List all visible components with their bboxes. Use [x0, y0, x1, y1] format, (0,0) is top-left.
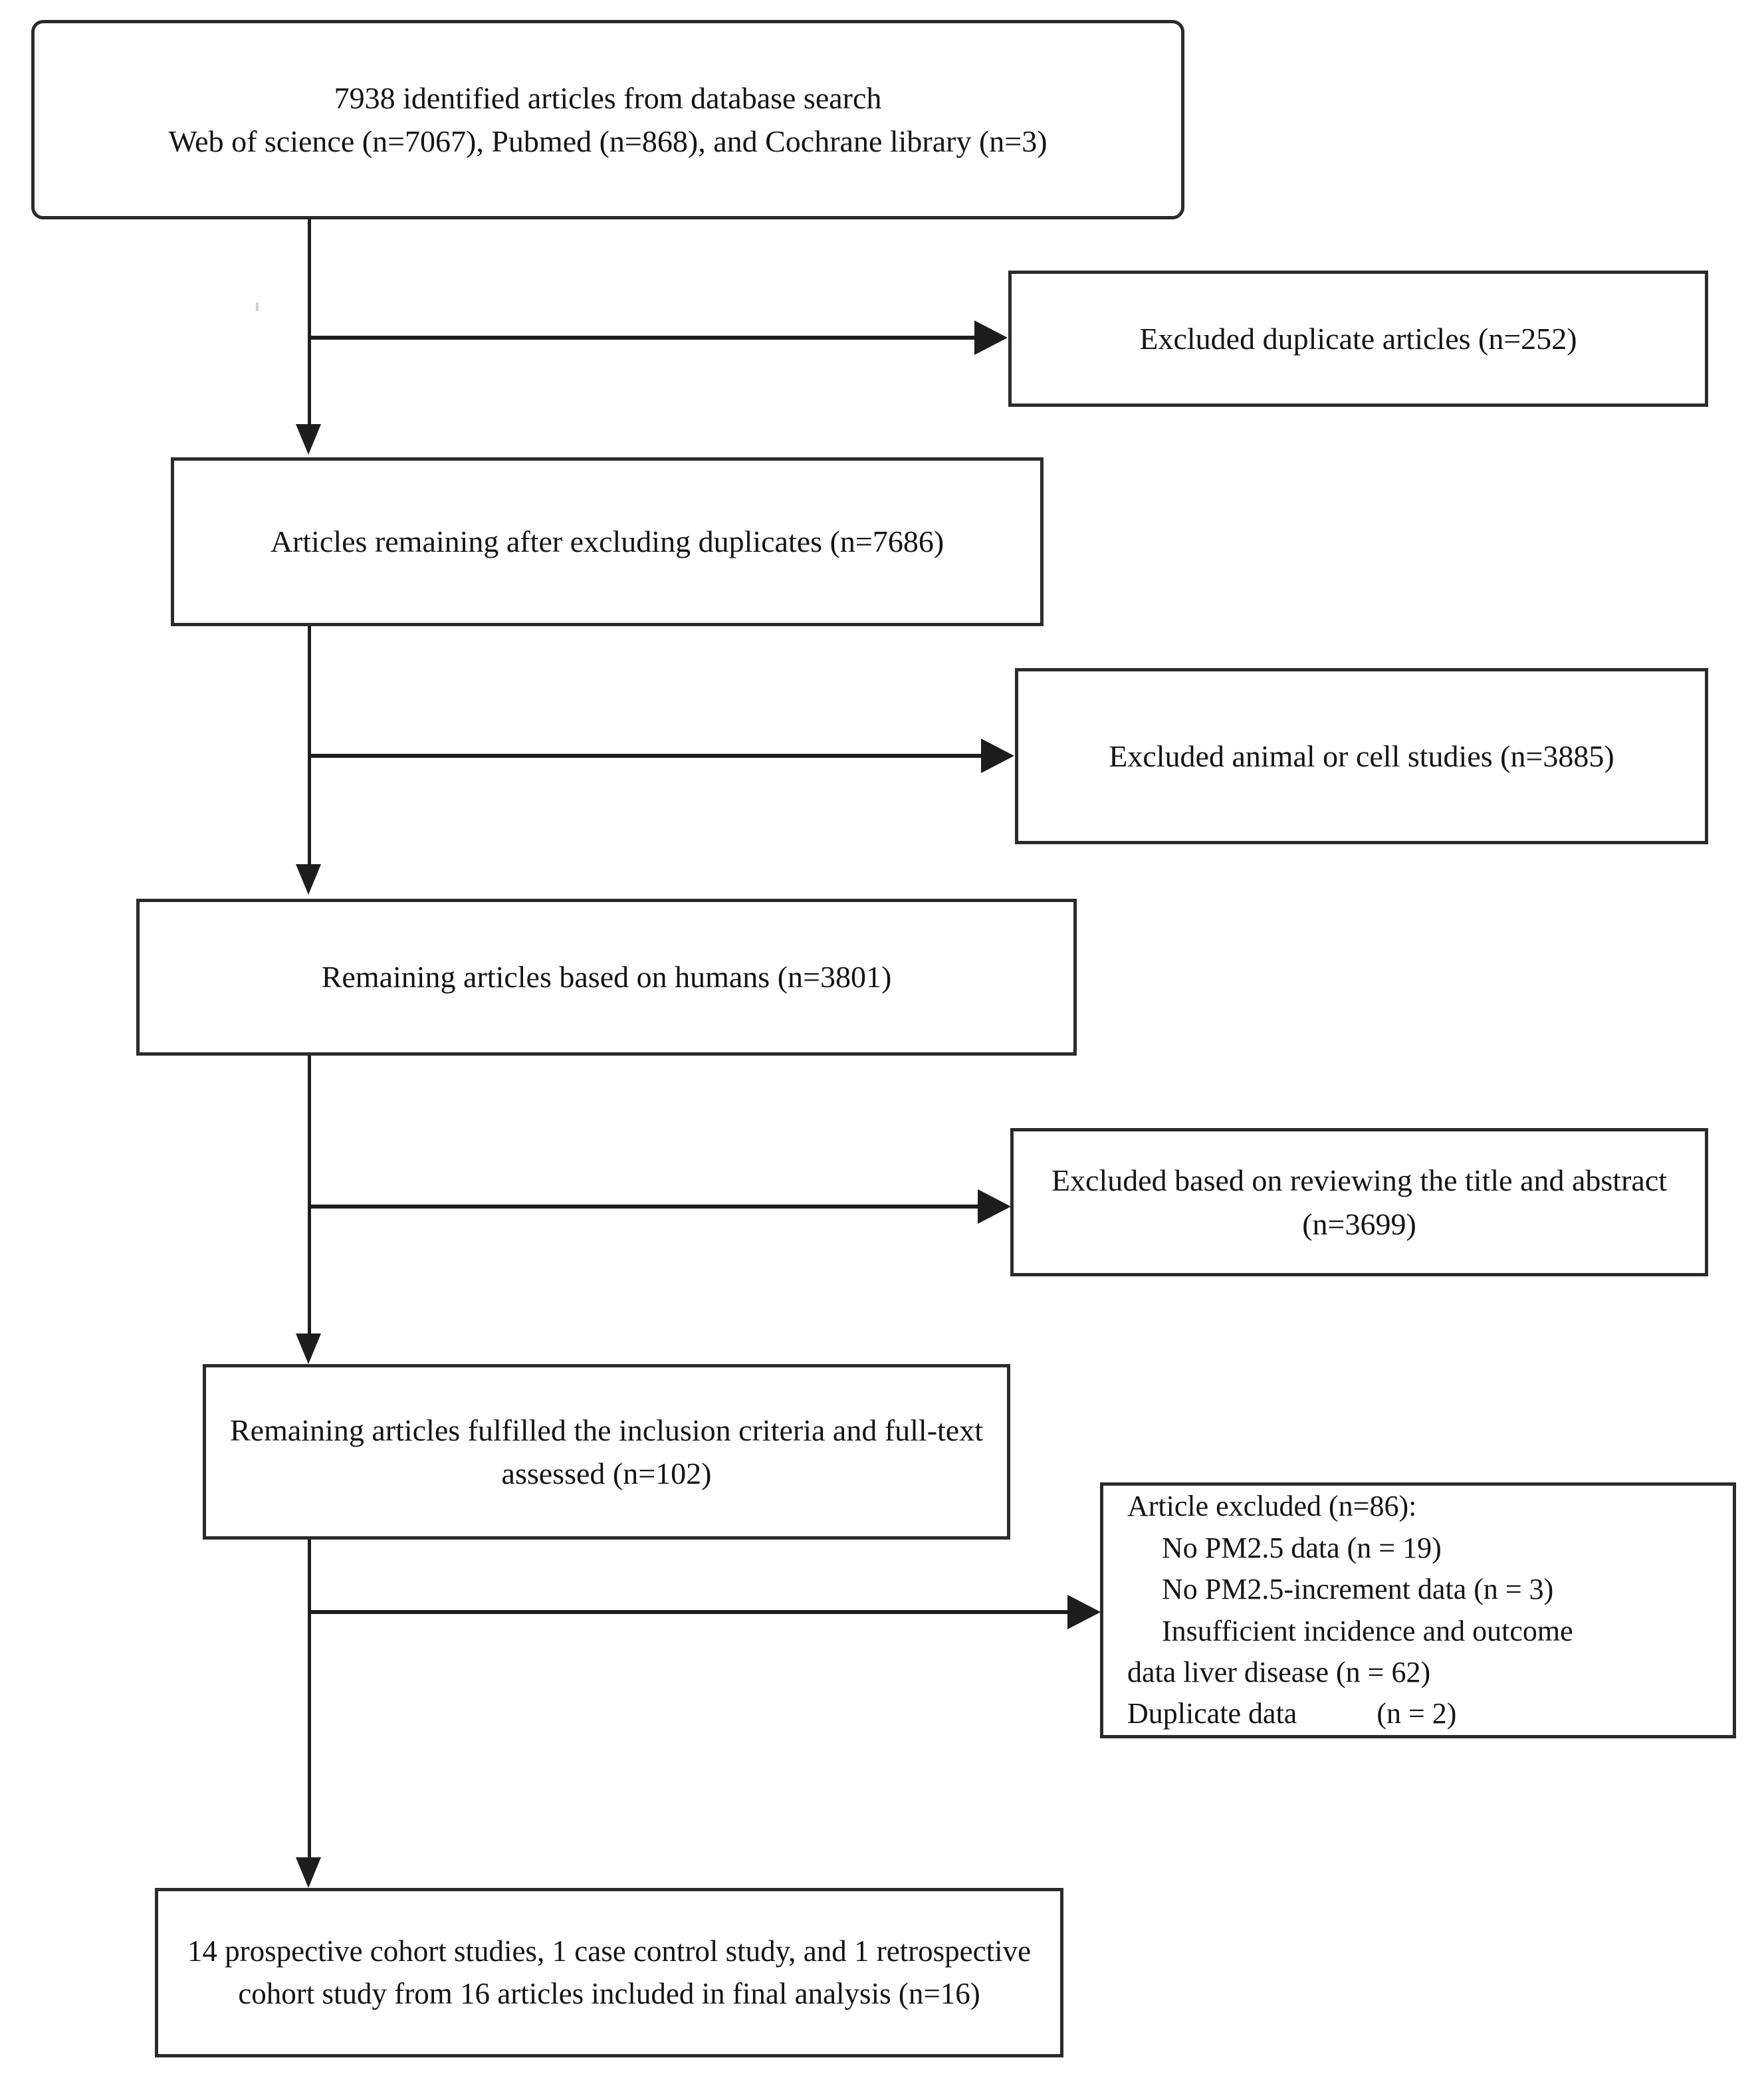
- connector-after-duplicates-to-humans: [308, 626, 311, 866]
- fulltext-assessed-text: Remaining articles fulfilled the inclusi…: [229, 1413, 984, 1490]
- excluded-animal-cell-text: Excluded animal or cell studies (n=3885): [1109, 739, 1614, 773]
- article-excluded-reason-5-label: Duplicate data: [1127, 1697, 1297, 1730]
- connector-identified-to-after-duplicates: [308, 219, 311, 427]
- article-excluded-content: Article excluded (n=86): No PM2.5 data (…: [1103, 1486, 1733, 1735]
- article-excluded-header: Article excluded (n=86):: [1127, 1490, 1417, 1523]
- box-identified-articles: 7938 identified articles from database s…: [31, 20, 1184, 219]
- box-final-included-studies: 14 prospective cohort studies, 1 case co…: [155, 1888, 1063, 2057]
- article-excluded-reason-1: No PM2.5 data (n = 19): [1162, 1531, 1442, 1564]
- article-excluded-reason-3: Insufficient incidence and outcome: [1162, 1614, 1573, 1647]
- humans-text: Remaining articles based on humans (n=38…: [321, 960, 892, 994]
- excluded-title-abstract-text: Excluded based on reviewing the title an…: [1051, 1163, 1668, 1241]
- article-excluded-reason-4: data liver disease (n = 62): [1127, 1655, 1431, 1688]
- arrowhead-right-to-excluded-animal-cell: [981, 739, 1014, 773]
- box-article-excluded-reasons: Article excluded (n=86): No PM2.5 data (…: [1100, 1482, 1736, 1738]
- arrowhead-down-to-after-duplicates: [296, 424, 321, 455]
- final-included-text: 14 prospective cohort studies, 1 case co…: [187, 1934, 1032, 2010]
- box-articles-after-duplicates: Articles remaining after excluding dupli…: [171, 457, 1044, 626]
- arrowhead-right-to-excluded-duplicates: [974, 320, 1008, 355]
- box-excluded-title-abstract: Excluded based on reviewing the title an…: [1010, 1128, 1708, 1276]
- identified-articles-text: 7938 identified articles from database s…: [168, 80, 1047, 158]
- arrowhead-down-to-final: [296, 1857, 321, 1888]
- excluded-duplicates-text: Excluded duplicate articles (n=252): [1139, 321, 1577, 356]
- article-excluded-duplicate-count: (n = 2): [1377, 1697, 1457, 1730]
- arrowhead-down-to-fulltext: [296, 1333, 321, 1364]
- connector-to-excluded-animal-cell: [308, 754, 982, 758]
- box-fulltext-assessed: Remaining articles fulfilled the inclusi…: [203, 1364, 1010, 1540]
- arrowhead-right-to-article-excluded: [1067, 1595, 1101, 1629]
- connector-to-article-excluded: [308, 1610, 1069, 1614]
- scan-artifact-speck: [256, 302, 259, 311]
- connector-fulltext-to-final: [308, 1540, 311, 1879]
- arrowhead-right-to-excluded-title-abstract: [978, 1189, 1011, 1224]
- article-excluded-reason-5-row: Duplicate data (n = 2): [1127, 1693, 1723, 1734]
- box-excluded-animal-cell-studies: Excluded animal or cell studies (n=3885): [1015, 668, 1708, 844]
- box-remaining-articles-humans: Remaining articles based on humans (n=38…: [136, 899, 1077, 1056]
- connector-to-excluded-title-abstract: [308, 1205, 979, 1209]
- connector-humans-to-fulltext: [308, 1056, 311, 1335]
- arrowhead-down-to-humans: [296, 864, 321, 895]
- after-duplicates-text: Articles remaining after excluding dupli…: [270, 524, 944, 559]
- article-excluded-reason-2: No PM2.5-increment data (n = 3): [1162, 1573, 1554, 1606]
- box-excluded-duplicate-articles: Excluded duplicate articles (n=252): [1008, 271, 1708, 407]
- connector-to-excluded-duplicates: [308, 336, 976, 340]
